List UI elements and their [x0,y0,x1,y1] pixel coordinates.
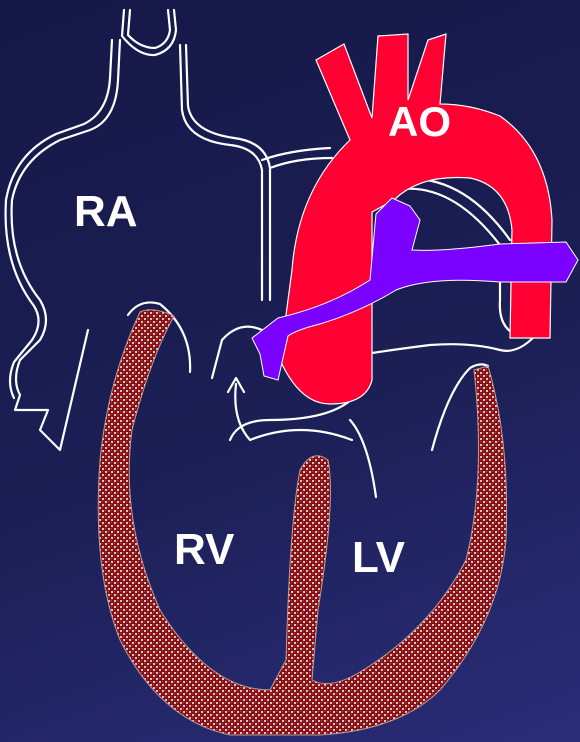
right-atrium-outline [6,10,332,450]
label-right-ventricle: RV [174,525,235,574]
label-aorta: AO [388,98,451,145]
label-left-ventricle: LV [352,533,406,582]
label-right-atrium: RA [74,187,138,236]
